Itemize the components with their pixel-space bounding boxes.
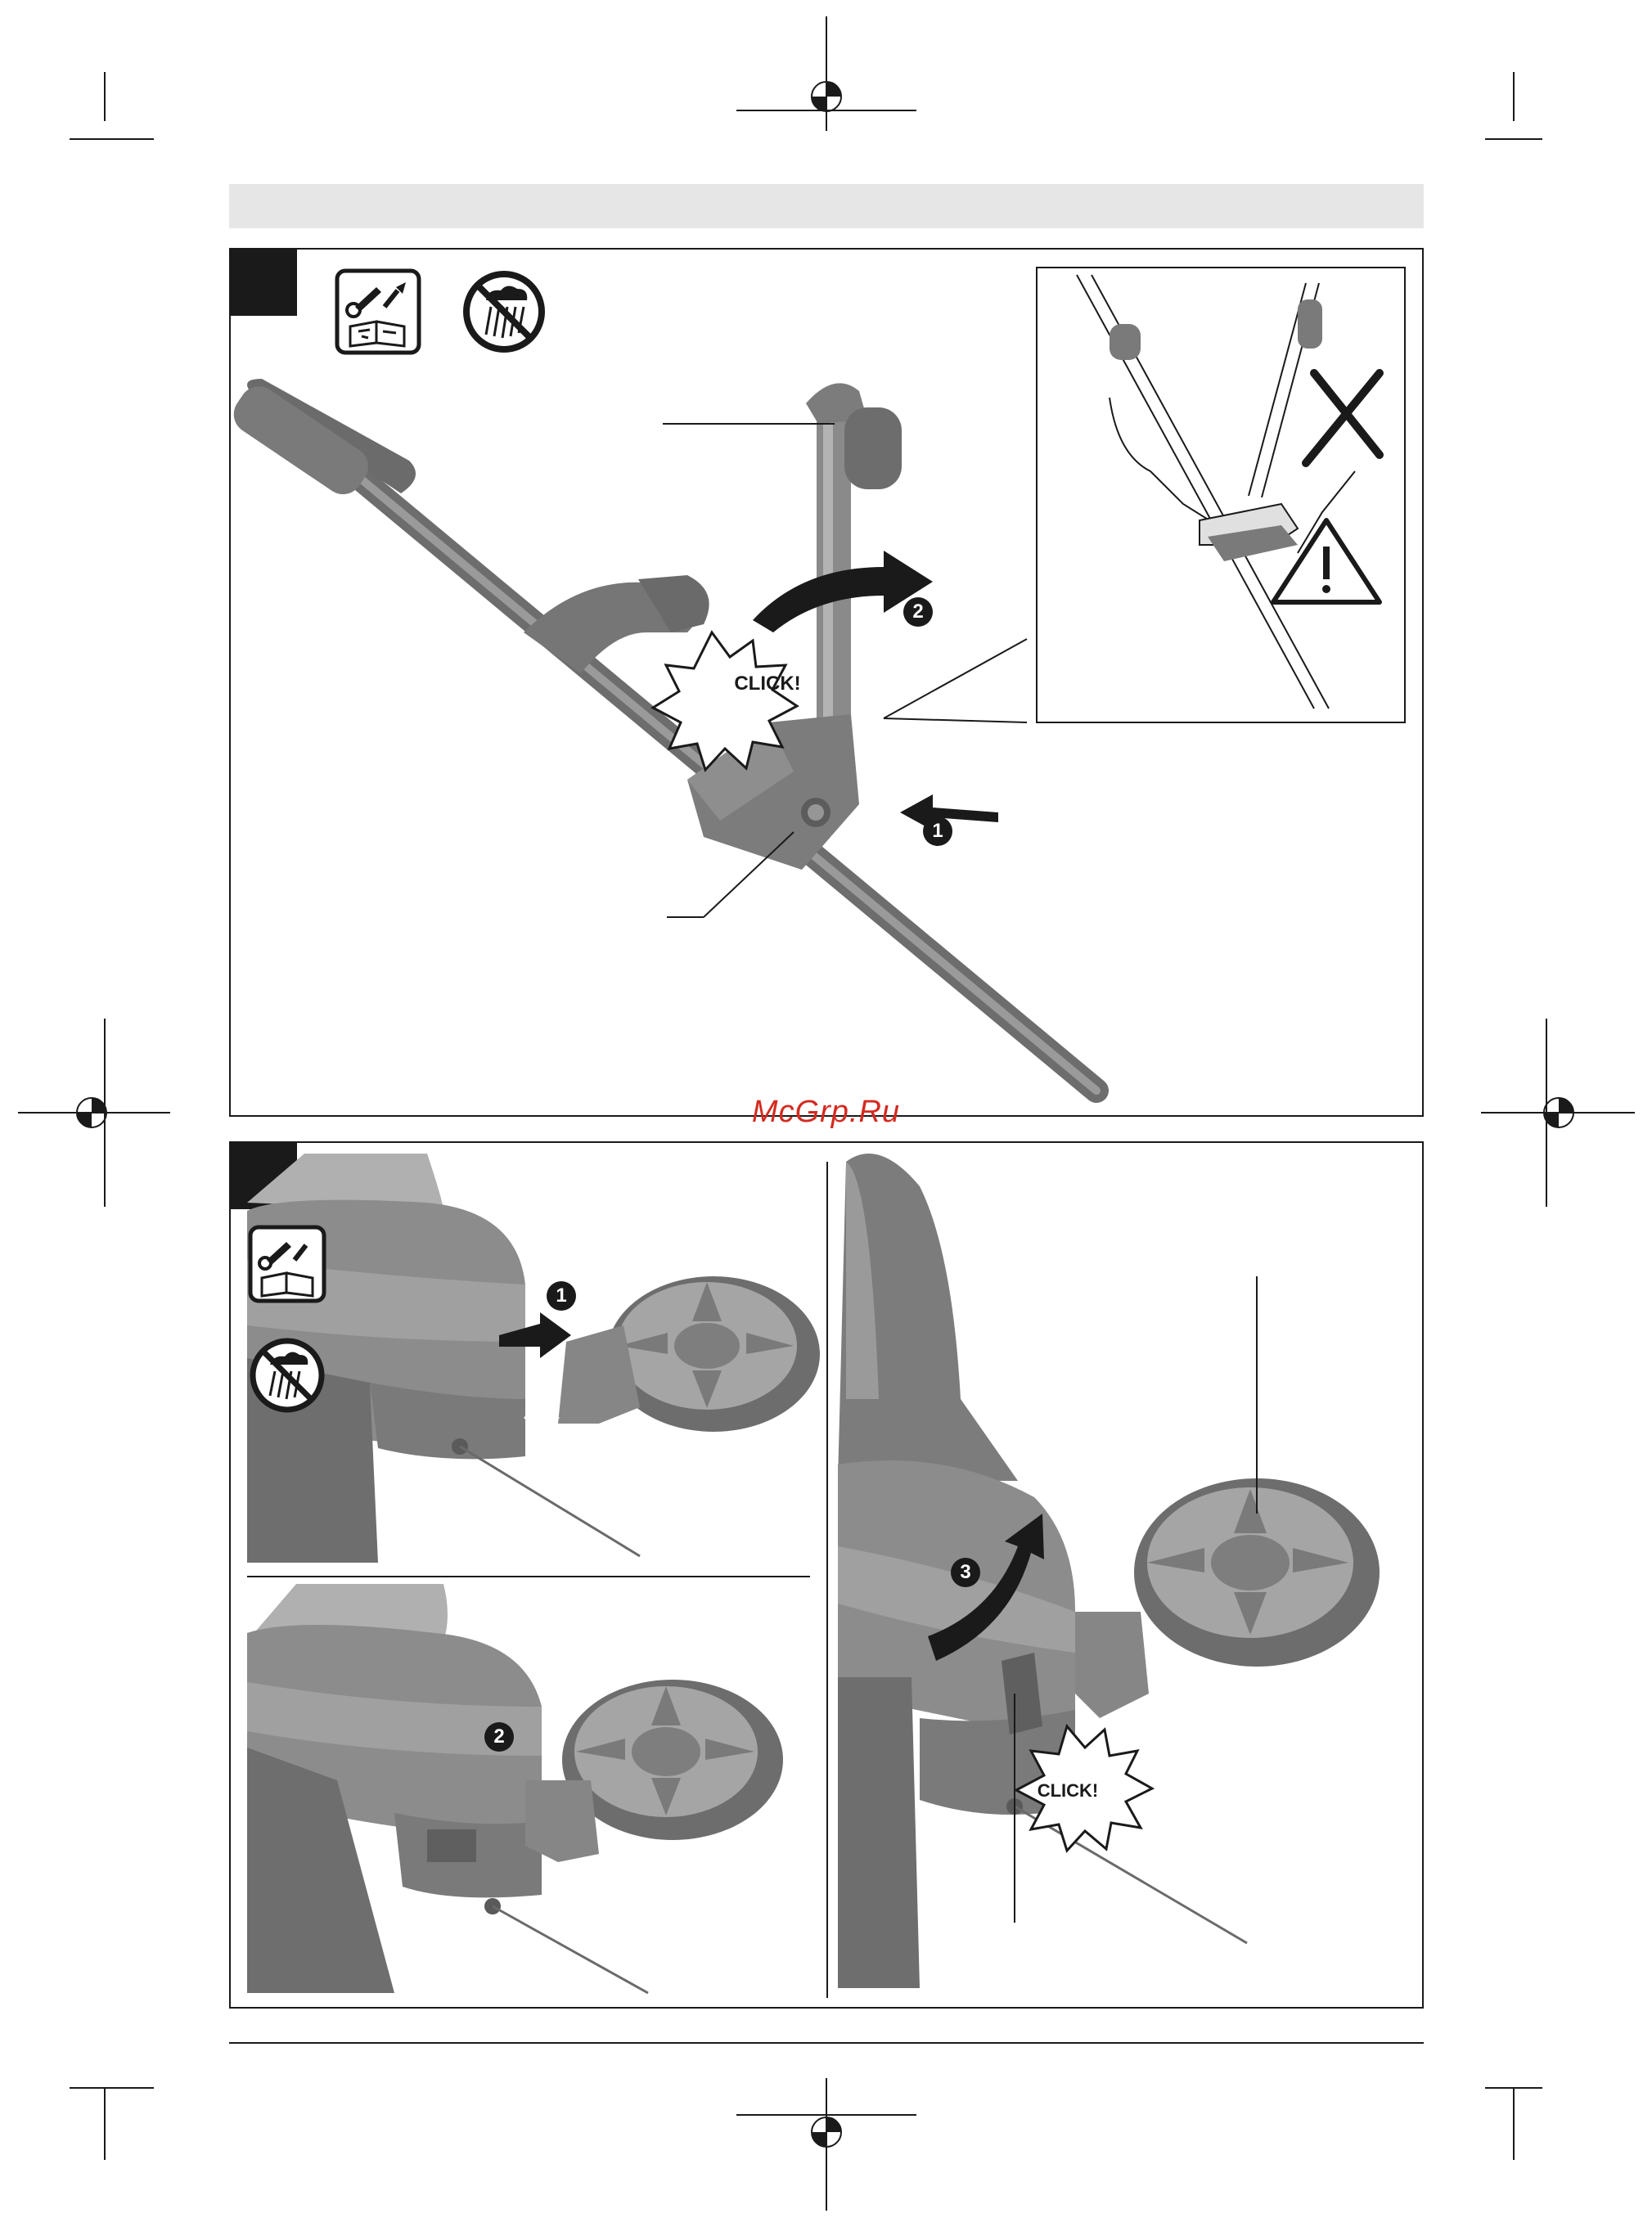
step-badge-bl-2: 2 — [484, 1722, 514, 1752]
tools-and-manual-icon-small — [250, 1227, 324, 1301]
watermark: McGrp.Ru — [0, 1095, 1652, 1130]
step-badge-2: 2 — [903, 597, 933, 627]
click-label-bottom: CLICK! — [1020, 1780, 1115, 1802]
inset-warning-illustration — [1036, 267, 1406, 723]
step-badge-bl-1: 1 — [547, 1281, 576, 1311]
no-rain-icon — [466, 274, 542, 349]
tools-and-manual-icon — [337, 271, 419, 353]
click-label-top: CLICK! — [720, 673, 815, 695]
step-badge-br-3: 3 — [951, 1558, 980, 1587]
cross-mark-icon — [1306, 373, 1380, 463]
bottom-icons-column — [247, 1224, 337, 1420]
wheel-locked-illustration — [830, 1154, 1422, 1998]
panel-divider-vertical — [826, 1162, 828, 1998]
panel-divider-horizontal — [247, 1576, 810, 1577]
wheel-attach-step-2-illustration — [247, 1584, 825, 1998]
no-rain-icon-small — [253, 1341, 322, 1410]
step-badge-1: 1 — [923, 817, 952, 846]
footer-rule — [229, 2042, 1424, 2044]
header-band — [229, 184, 1424, 228]
